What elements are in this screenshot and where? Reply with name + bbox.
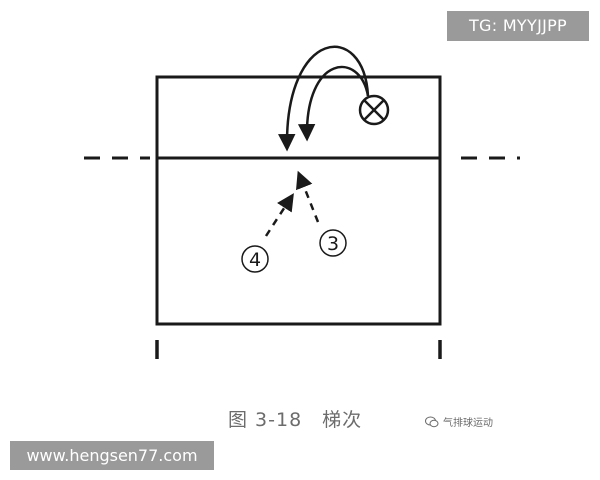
watermark-top-right: TG: MYYJJPP bbox=[447, 11, 589, 41]
movement-arrow-player-3 bbox=[296, 170, 320, 223]
ball-icon bbox=[358, 94, 390, 126]
source-tag: 气排球运动 bbox=[425, 414, 493, 429]
court-outline bbox=[155, 75, 442, 326]
figure-number: 图 3-18 bbox=[228, 409, 303, 431]
wechat-icon bbox=[425, 416, 439, 427]
figure-title: 梯次 bbox=[322, 409, 363, 431]
player-marker-4: 4 bbox=[241, 245, 269, 273]
watermark-bottom-left: www.hengsen77.com bbox=[10, 441, 214, 470]
movement-arrow-player-4 bbox=[264, 193, 294, 237]
figure-caption: 图 3-18 梯次 bbox=[228, 405, 362, 432]
source-text: 气排球运动 bbox=[443, 418, 493, 429]
ball-trajectory-inner bbox=[297, 65, 370, 142]
player-label-3: 3 bbox=[327, 233, 339, 255]
ball-trajectory-outer bbox=[278, 45, 370, 152]
player-marker-3: 3 bbox=[319, 229, 347, 257]
player-label-4: 4 bbox=[249, 249, 261, 271]
